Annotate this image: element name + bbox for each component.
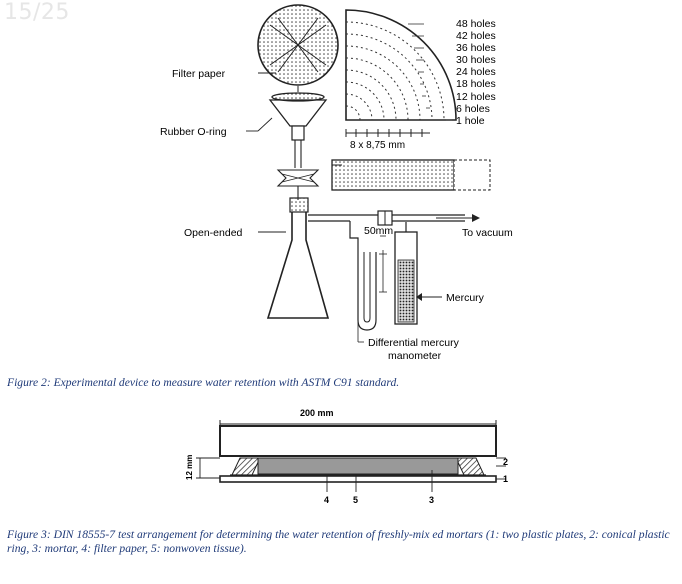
page-number: 15/25 — [4, 0, 70, 25]
hole-label: 1 hole — [456, 115, 485, 127]
hole-label-leaders — [408, 23, 452, 121]
hole-labels: 48 holes 42 holes 36 holes 30 holes 24 h… — [456, 18, 496, 127]
erlenmeyer-flask — [266, 197, 378, 319]
vacuum-line — [377, 210, 480, 226]
label-to-vacuum: To vacuum — [462, 227, 513, 239]
label-mercury: Mercury — [446, 292, 485, 304]
hole-label: 48 holes — [456, 18, 496, 30]
label-50mm: 50mm — [364, 225, 393, 237]
hole-label: 12 holes — [456, 91, 496, 103]
label-number-4: 4 — [324, 495, 329, 505]
conical-ring — [231, 457, 485, 476]
label-open-ended: Open-ended — [184, 227, 243, 239]
mercury-manometer — [349, 221, 442, 331]
hole-label: 42 holes — [456, 30, 496, 42]
plastic-plates — [219, 425, 497, 483]
label-dimension: 8 x 8,75 mm — [350, 140, 405, 151]
hole-label: 24 holes — [456, 66, 496, 78]
hole-pattern-quarter-disc — [345, 9, 457, 137]
hole-label: 6 holes — [456, 103, 490, 115]
label-rubber-o-ring: Rubber O-ring — [160, 126, 227, 138]
label-12mm: 12 mm — [185, 455, 194, 480]
clamp — [276, 169, 320, 200]
hole-label: 18 holes — [456, 78, 496, 90]
astm-c91-apparatus-diagram: Filter paper Rubber O-ring Open-ended 8 … — [160, 4, 513, 362]
filter-paper-disc — [257, 4, 339, 86]
label-number-3: 3 — [429, 495, 434, 505]
label-manometer-line1: Differential mercury — [368, 337, 460, 349]
figure-3-caption: Figure 3: DIN 18555-7 test arrangement f… — [7, 528, 670, 555]
mortar-layer — [257, 457, 459, 475]
label-manometer-line2: manometer — [388, 350, 442, 362]
label-filter-paper: Filter paper — [172, 68, 226, 80]
hole-label: 36 holes — [456, 42, 496, 54]
label-number-2: 2 — [503, 457, 508, 467]
funnel — [268, 92, 328, 168]
hole-label: 30 holes — [456, 54, 496, 66]
figure-2-caption: Figure 2: Experimental device to measure… — [7, 376, 400, 389]
label-number-1: 1 — [503, 474, 508, 484]
label-number-5: 5 — [353, 495, 358, 505]
din-18555-7-arrangement-diagram: 200 mm 12 mm 2 1 4 5 3 — [185, 408, 508, 505]
plate-cross-section — [331, 159, 491, 191]
label-200mm: 200 mm — [300, 408, 334, 418]
